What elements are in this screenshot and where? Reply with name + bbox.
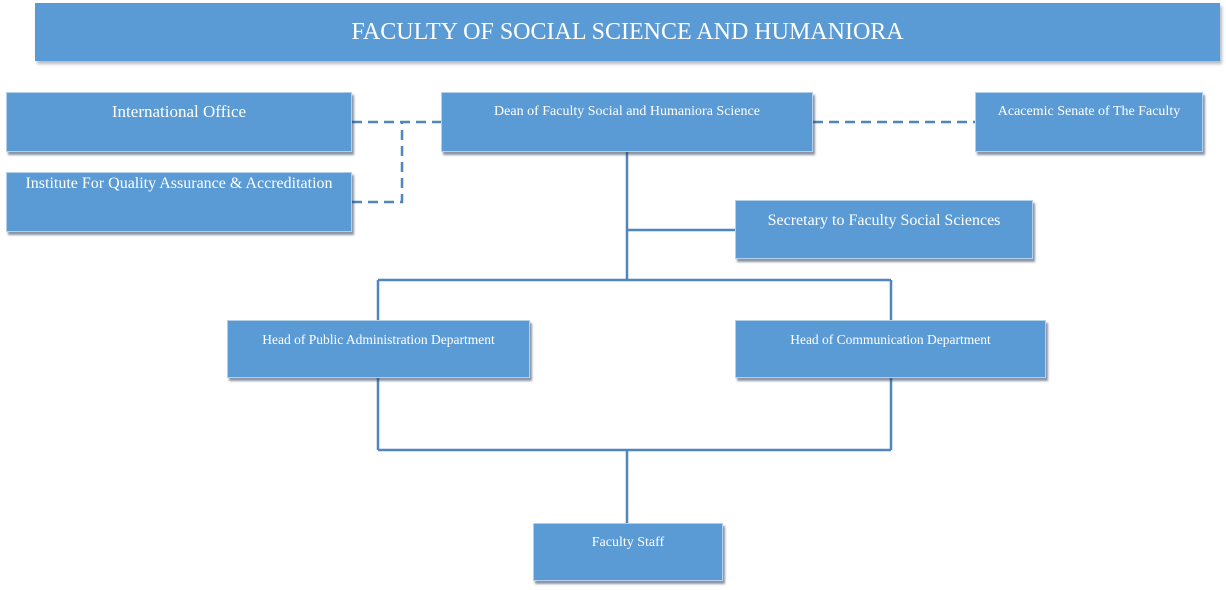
- node-label: Institute For Quality Assurance & Accred…: [25, 175, 333, 192]
- diagram-title-text: FACULTY OF SOCIAL SCIENCE AND HUMANIORA: [351, 18, 904, 45]
- node-dean: Dean of Faculty Social and Humaniora Sci…: [441, 92, 813, 152]
- node-label: Faculty Staff: [591, 535, 665, 550]
- node-label: Secretary to Faculty Social Sciences: [767, 212, 1001, 229]
- node-label: Acacemic Senate of The Faculty: [997, 104, 1181, 119]
- node-label: Head of Public Administration Department: [262, 332, 495, 347]
- node-head-public-administration: Head of Public Administration Department: [227, 320, 530, 378]
- node-head-communication: Head of Communication Department: [735, 320, 1046, 378]
- node-faculty-staff: Faculty Staff: [533, 523, 723, 581]
- node-label: International Office: [111, 102, 247, 121]
- node-academic-senate: Acacemic Senate of The Faculty: [975, 92, 1203, 152]
- diagram-title: FACULTY OF SOCIAL SCIENCE AND HUMANIORA: [35, 3, 1220, 61]
- node-label: Dean of Faculty Social and Humaniora Sci…: [494, 104, 760, 119]
- node-label: Head of Communication Department: [790, 332, 991, 347]
- node-quality-assurance: Institute For Quality Assurance & Accred…: [6, 172, 352, 232]
- node-international-office: International Office: [6, 92, 352, 152]
- dashed-connector-quality-assurance: [352, 122, 404, 204]
- node-secretary: Secretary to Faculty Social Sciences: [735, 200, 1033, 259]
